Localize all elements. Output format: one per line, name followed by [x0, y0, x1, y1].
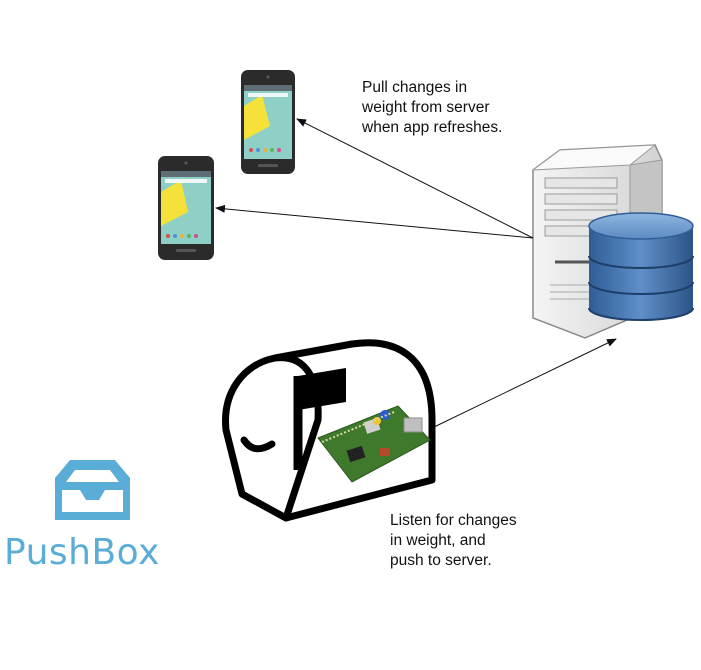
listen-note-line: push to server. [390, 552, 492, 569]
android-phone-icon [241, 70, 295, 174]
pull-note-line: Pull changes in [362, 79, 468, 96]
push-arrow-to-server [431, 338, 617, 429]
database-icon [588, 212, 694, 321]
pull-arrow-to-phone-1 [296, 118, 534, 239]
inbox-tray-icon [55, 460, 130, 520]
pull-arrow-to-phone-2 [215, 204, 534, 239]
listen-note: Listen for changes in weight, and push t… [390, 511, 517, 571]
pull-note: Pull changes in weight from server when … [362, 78, 502, 138]
raspberry-pi-board-icon [317, 405, 431, 483]
listen-note-line: in weight, and [390, 532, 486, 549]
pull-note-line: when app refreshes. [362, 119, 503, 136]
brand-name: PushBox [4, 532, 160, 573]
android-phone-icon [158, 156, 214, 260]
listen-note-line: Listen for changes [390, 512, 517, 529]
pull-note-line: weight from server [362, 99, 490, 116]
